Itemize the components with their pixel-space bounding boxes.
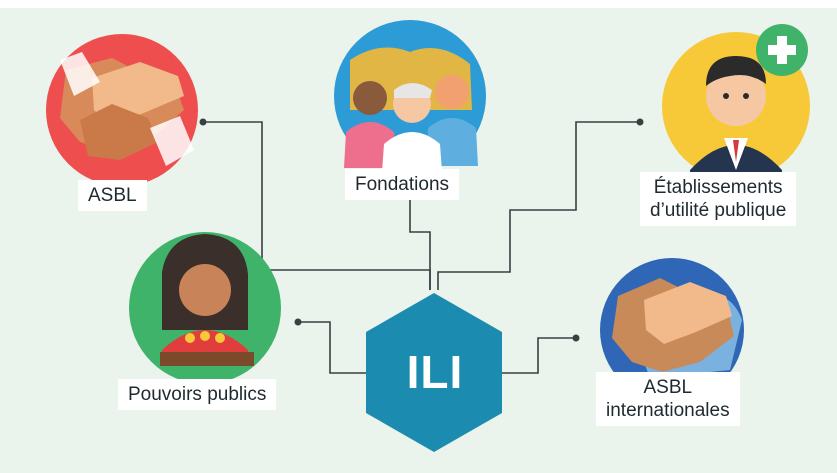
asbl-int-line2: internationales — [606, 400, 730, 421]
ili-label: ILI — [406, 346, 464, 398]
frame-top — [0, 0, 837, 8]
businessman-with-cross-icon — [662, 24, 810, 180]
connector-dot-asbl — [199, 118, 207, 126]
fondations-label: Fondations — [355, 174, 450, 195]
pouvoirs-label: Pouvoirs publics — [128, 384, 267, 405]
connector-dot-pouvoirs — [294, 318, 302, 326]
connector-fondations — [409, 196, 431, 290]
connector-pouvoirs — [298, 321, 370, 374]
connector-dot-asbl-int — [572, 334, 580, 342]
node-label-fondations: Fondations — [345, 169, 460, 200]
asbl-int-line1: ASBL — [643, 377, 693, 398]
node-label-asbl: ASBL — [78, 180, 147, 211]
node-label-pouvoirs: Pouvoirs publics — [118, 379, 277, 410]
node-label-etablissements: Établissements d’utilité publique — [640, 172, 797, 226]
ili-hexagon — [366, 293, 502, 452]
people-group-icon — [334, 20, 486, 172]
connector-asbl-int — [502, 337, 576, 374]
handshake-icon — [46, 34, 198, 186]
etablissements-line2: d’utilité publique — [650, 200, 787, 221]
handshake-globe-icon — [600, 258, 744, 402]
asbl-label: ASBL — [88, 185, 137, 206]
connector-etablissements — [437, 121, 640, 290]
connector-dot-etablissements — [636, 118, 644, 126]
etablissements-line1: Établissements — [653, 177, 783, 198]
official-at-podium-icon — [129, 232, 281, 384]
node-label-asbl-int: ASBL internationales — [596, 372, 740, 426]
